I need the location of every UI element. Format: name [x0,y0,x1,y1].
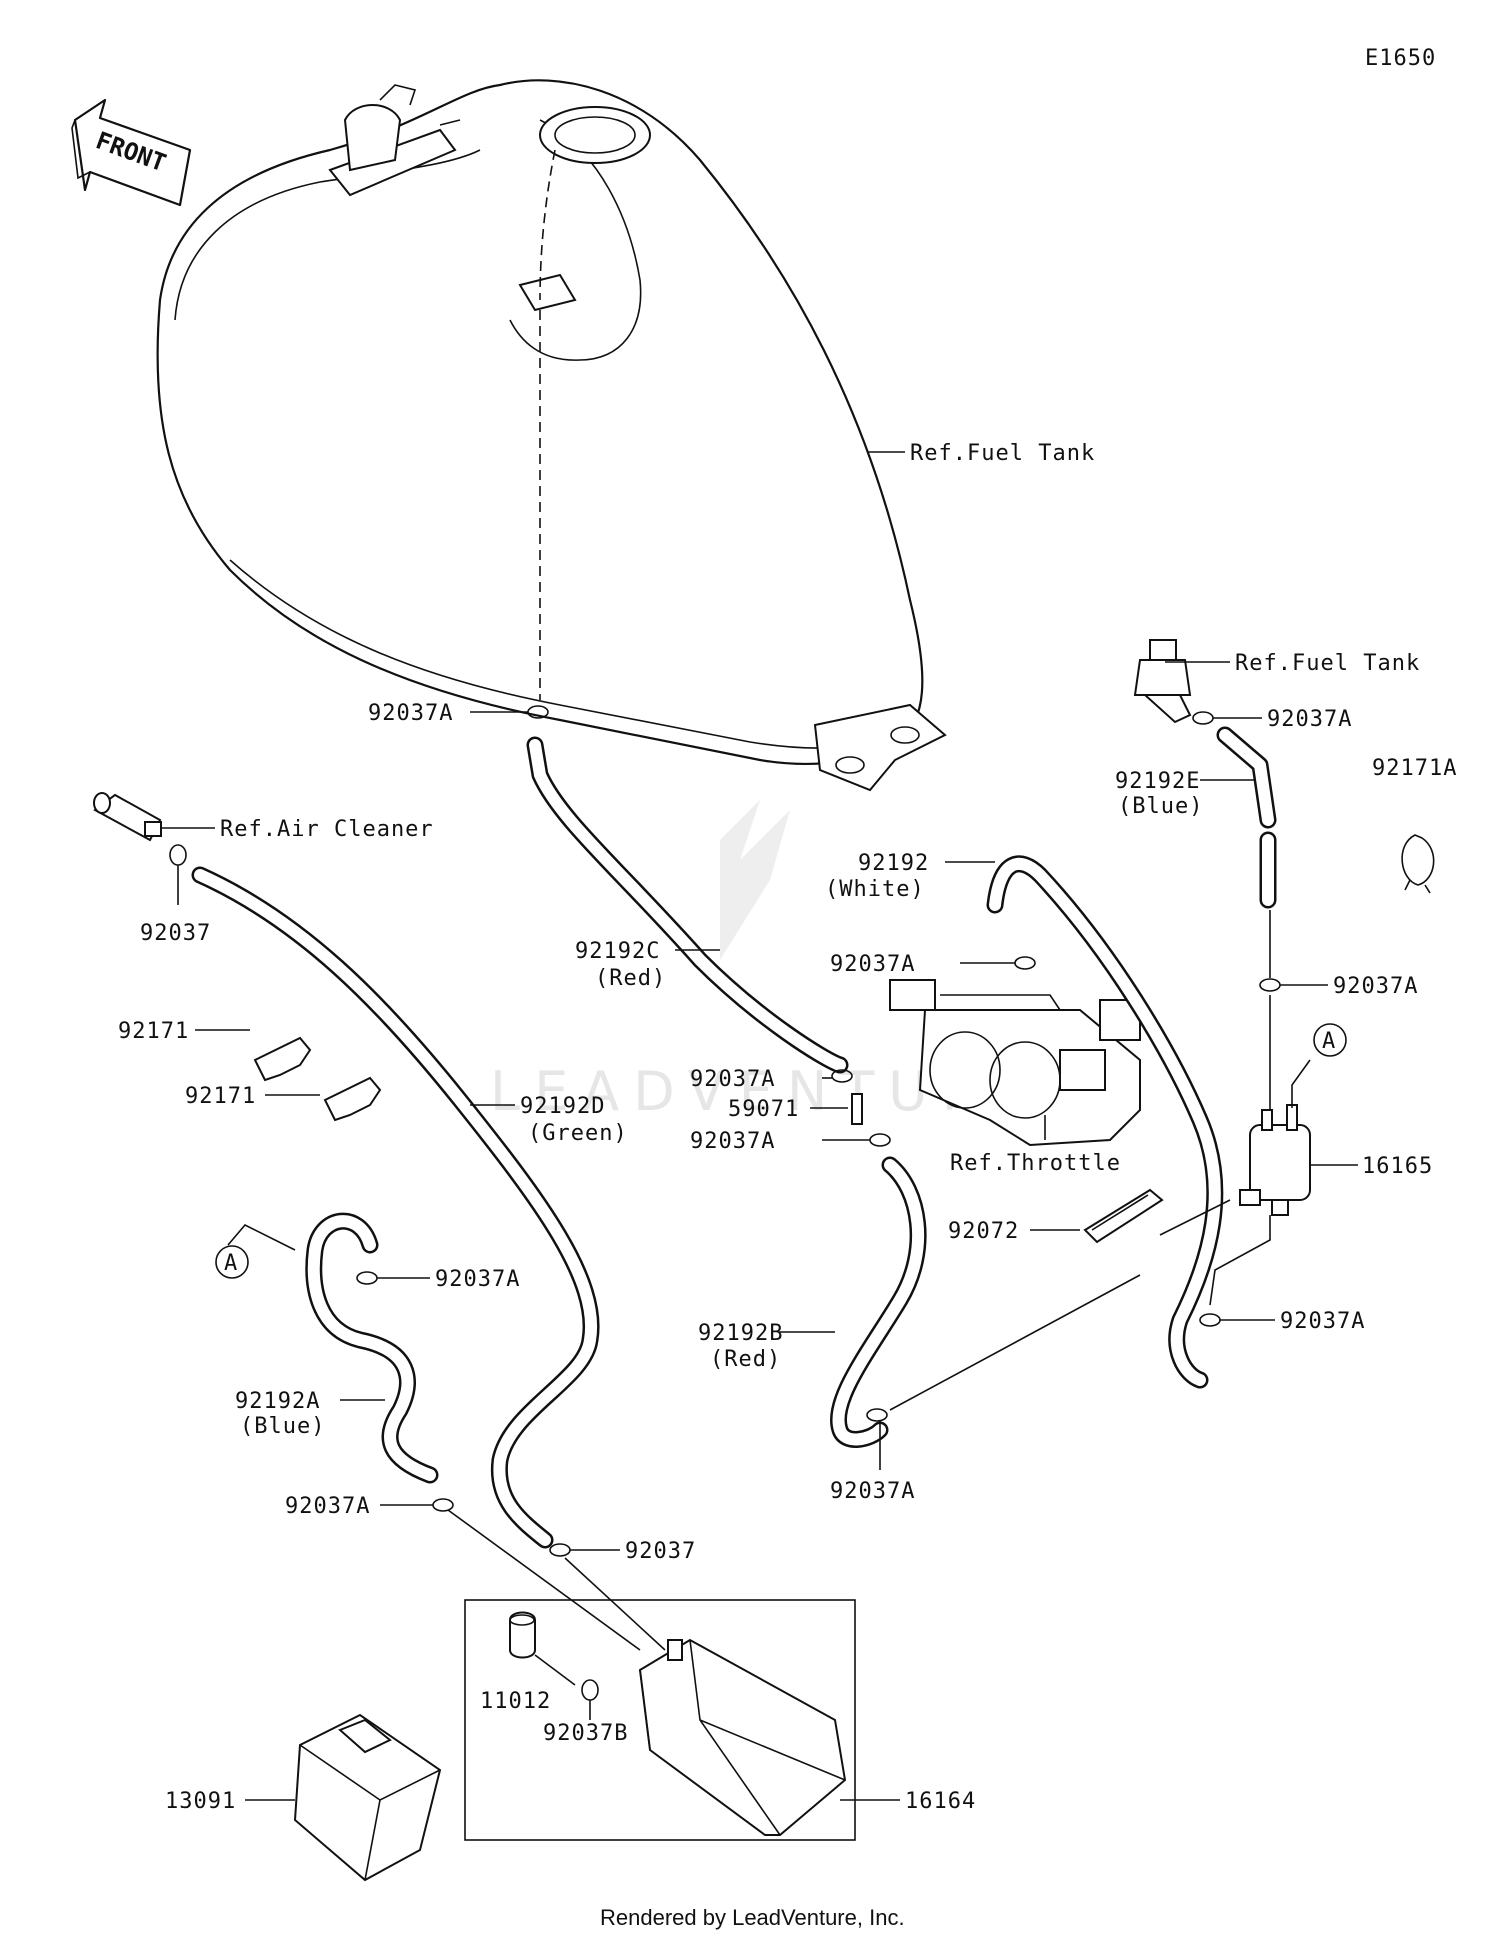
callout-A-right: A [1322,1029,1336,1054]
callout-92037B: 92037B [543,1721,628,1746]
callout-92037A-canister-left: 92037A [285,1494,370,1519]
callout-92171A: 92171A [1372,756,1457,781]
callout-16165: 16165 [1362,1154,1433,1179]
callout-92037-canister: 92037 [625,1539,696,1564]
clip-92171A [1401,834,1435,894]
clamp-92037A-tank [470,705,549,719]
callout-92037A-mid2: 92037A [690,1129,775,1154]
hose-92192C [526,736,849,1074]
callout-92192E: 92192E [1115,769,1200,794]
callout-13091: 13091 [165,1789,236,1814]
callout-92037A-lower-right: 92037A [1280,1309,1365,1334]
callout-92171-b: 92171 [185,1084,256,1109]
callout-A-right-group [1291,1023,1347,1108]
hose-92192B [830,1156,927,1448]
callout-92037A-mid1: 92037A [690,1067,775,1092]
callout-ref-air-cleaner: Ref.Air Cleaner [220,817,434,842]
hose-92192D [191,866,600,1549]
fuel-tank-fitting [1133,639,1192,724]
front-arrow: FRONT [71,98,192,207]
hose-filter-outlet [1209,1215,1271,1306]
fuel-tank [156,79,947,792]
callout-92037A-left: 92037A [435,1267,520,1292]
hose-92192E [1216,726,1277,909]
callout-16164: 16164 [905,1789,976,1814]
callout-92037A-tank: 92037A [368,701,453,726]
throttle-body [889,979,1141,1147]
air-cleaner-fitting [93,792,162,842]
callout-92037A-right: 92037A [1333,974,1418,999]
callout-92192B-color: (Red) [710,1347,781,1372]
bracket-13091 [293,1713,442,1882]
callout-ref-fuel-tank-1: Ref.Fuel Tank [910,441,1095,466]
callout-92171-a: 92171 [118,1019,189,1044]
callout-A-left-group [215,1224,296,1279]
callout-92037A-fuel-tank2: 92037A [1267,707,1352,732]
hose-92192A [305,1212,439,1484]
band-92072 [1083,1188,1164,1244]
fuel-filter-16165 [1159,1104,1311,1236]
callout-92072: 92072 [948,1219,1019,1244]
callout-92192C-color: (Red) [595,966,666,991]
callout-92192B: 92192B [698,1321,783,1346]
callout-92192A-color: (Blue) [240,1414,325,1439]
callout-11012: 11012 [480,1689,551,1714]
callout-92037A-bottom: 92037A [830,1479,915,1504]
callout-92192E-color: (Blue) [1118,794,1203,819]
hose-92192-white [986,855,1224,1389]
clip-92171-a [253,1036,312,1082]
callout-92192D-color: (Green) [528,1121,628,1146]
clip-92171-b [323,1076,382,1122]
callout-92192-color: (White) [825,877,925,902]
callout-92192A: 92192A [235,1389,320,1414]
callout-ref-throttle: Ref.Throttle [950,1151,1121,1176]
callout-ref-fuel-tank-2: Ref.Fuel Tank [1235,651,1420,676]
callout-92037A-throttle: 92037A [830,952,915,977]
callout-92192: 92192 [858,851,929,876]
front-arrow-label: FRONT [92,126,169,177]
footer-credit: Rendered by LeadVenture, Inc. [600,1905,905,1930]
callout-59071: 59071 [728,1097,799,1122]
diagram-id: E1650 [1365,46,1436,71]
callout-92192D: 92192D [520,1094,605,1119]
canister-box-frame [464,1599,856,1841]
callout-A-left: A [224,1251,238,1276]
cap-11012 [509,1611,536,1659]
callout-92192C: 92192C [575,939,660,964]
callout-92037: 92037 [140,921,211,946]
canister-16164 [638,1638,847,1836]
